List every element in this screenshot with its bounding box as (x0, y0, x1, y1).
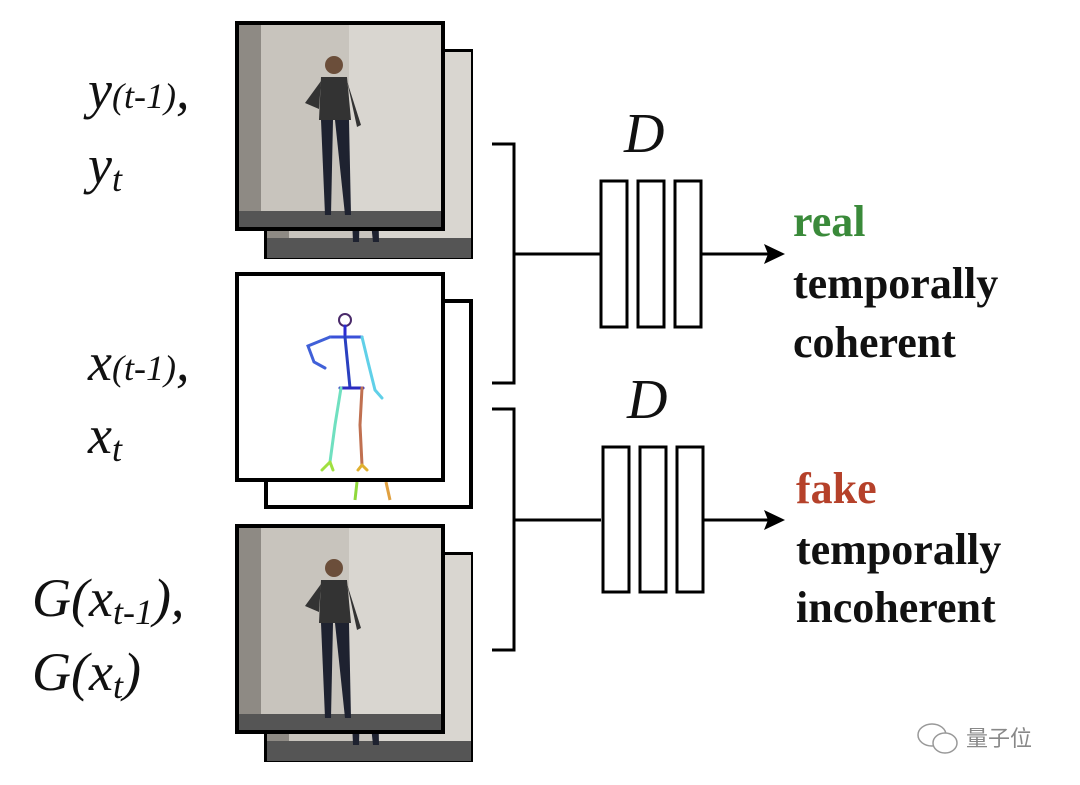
pose-frames-stack (235, 272, 473, 509)
watermark: 量子位 (966, 727, 1032, 752)
label-x-prev: x(t-1), (87, 332, 189, 392)
bracket-bottom (492, 407, 516, 652)
label-y-t: yt (83, 135, 123, 199)
verdict-fake: fake (796, 464, 877, 513)
generated-frames-stack (235, 524, 473, 762)
output-bottom-line3: incoherent (796, 583, 996, 632)
discriminator-top (599, 179, 703, 329)
label-y-prev: y(t-1), (83, 60, 189, 120)
output-bottom-line2: temporally (796, 525, 1001, 574)
discriminator-bottom (601, 445, 705, 594)
discriminator-label-bottom: D (626, 369, 667, 431)
arrow-head-top (764, 244, 785, 264)
arrow-head-bottom (764, 510, 785, 530)
pose-skeleton (306, 313, 384, 472)
bracket-top (492, 142, 516, 385)
generated-frame-image (239, 528, 443, 734)
output-top-line3: coherent (793, 318, 956, 367)
real-frames-stack (235, 21, 473, 259)
discriminator-label-top: D (623, 103, 664, 165)
verdict-real: real (793, 197, 866, 246)
real-frame-image (239, 25, 443, 231)
label-g-x-prev: G(xt-1), (32, 568, 184, 632)
label-g-x-t: G(xt) (32, 642, 141, 706)
label-x-t: xt (87, 405, 123, 469)
wechat-icon (917, 723, 958, 754)
output-top-line2: temporally (793, 259, 998, 308)
